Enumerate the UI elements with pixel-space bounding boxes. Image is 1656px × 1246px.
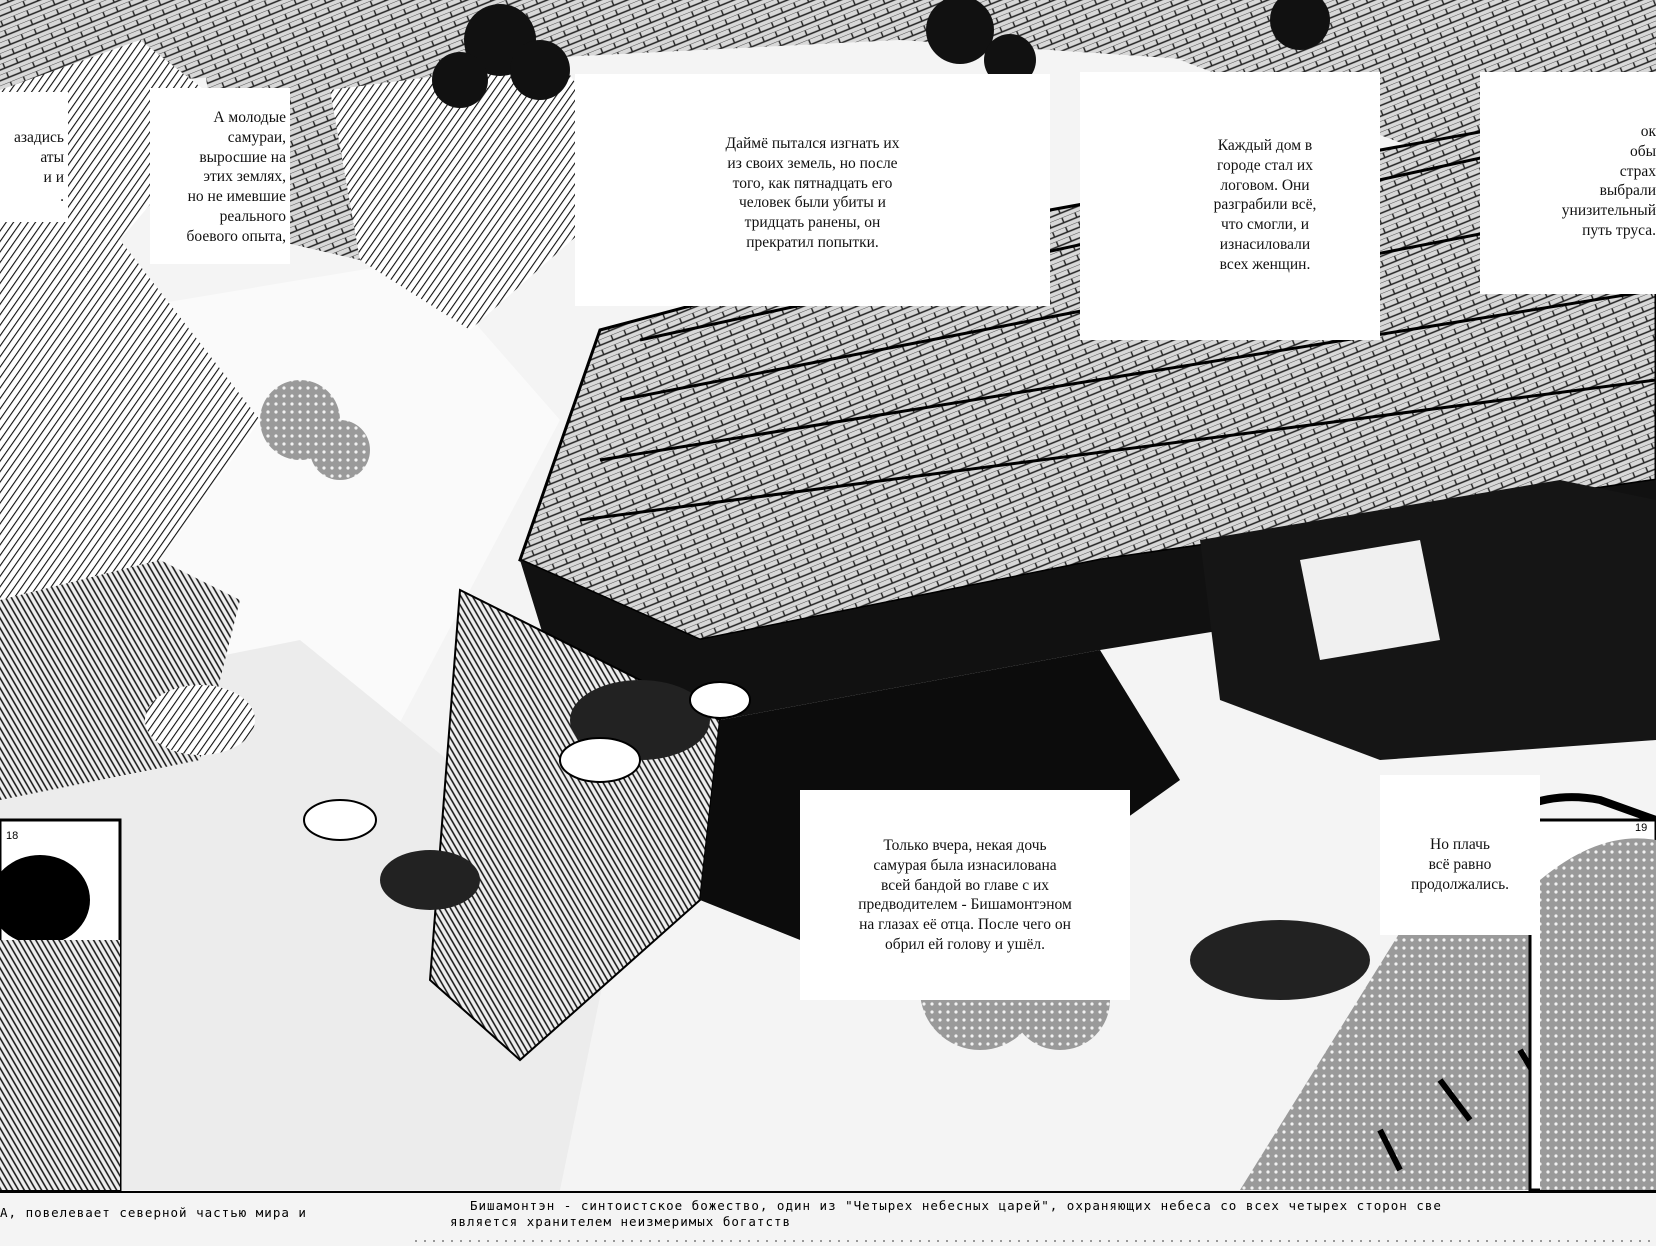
caption-line: разграбили всё, [1213, 196, 1317, 214]
caption-line: выросшие на [199, 148, 286, 166]
caption-line: человек были убиты и [739, 194, 886, 212]
dotted-rule [415, 1240, 1655, 1242]
caption-every-house: Каждый дом в городе стал их логовом. Они… [1080, 72, 1380, 340]
caption-line: Только вчера, некая дочь [883, 837, 1047, 854]
caption-young-samurai: А молодые самураи, выросшие на этих земл… [150, 88, 290, 264]
page-number-right: 19 [1635, 822, 1648, 834]
caption-line: изнасиловали [1219, 236, 1311, 254]
caption-line: Но плачь [1430, 836, 1490, 853]
caption-line: всё равно [1428, 855, 1492, 873]
caption-weeping: Но плачь всё равно продолжались. [1380, 775, 1540, 935]
caption-line: унизительный [1561, 202, 1656, 220]
caption-line: тридцать ранены, он [744, 214, 881, 232]
caption-line: . [60, 188, 64, 206]
caption-line: самураи, [227, 128, 286, 146]
caption-line: но не имевшие [187, 188, 286, 206]
caption-line: прекратил попытки. [746, 234, 879, 252]
caption-line: путь труса. [1582, 222, 1656, 240]
caption-yesterday: Только вчера, некая дочь самурая была из… [800, 790, 1130, 1000]
caption-line: всей бандой во главе с их [880, 876, 1050, 894]
caption-line: обы [1629, 142, 1656, 160]
caption-line: городе стал их [1217, 156, 1313, 174]
caption-line: А молодые [213, 109, 286, 126]
caption-line: Каждый дом в [1217, 137, 1313, 154]
caption-line: обрил ей голову и ушёл. [884, 936, 1046, 954]
caption-line: аты [40, 148, 64, 166]
caption-line: продолжались. [1410, 875, 1510, 893]
page-number-left: 18 [6, 830, 19, 842]
footnote-right-line-1: Бишамонтэн - синтоистское божество, один… [470, 1198, 1442, 1213]
caption-line: азадись [13, 129, 64, 146]
caption-line: всех женщин. [1219, 255, 1311, 273]
caption-line: страх [1619, 162, 1656, 180]
caption-left-edge: азадись аты и и . [0, 92, 68, 222]
caption-line: того, как пятнадцать его [732, 174, 893, 192]
caption-line: Даймё пытался изгнать их [725, 135, 900, 152]
footnote-left: А, повелевает северной частью мира и [0, 1205, 307, 1220]
caption-line: выбрали [1599, 182, 1656, 200]
caption-line: из своих земель, но после [727, 154, 898, 172]
caption-daime: Даймё пытался изгнать их из своих земель… [575, 74, 1050, 306]
caption-line: этих землях, [203, 168, 286, 186]
caption-line: и и [43, 168, 64, 186]
caption-line: логовом. Они [1220, 176, 1310, 194]
footnote-right-line-2: является хранителем неизмеримых богатств [450, 1214, 792, 1229]
caption-line: самурая была изнасилована [873, 856, 1057, 874]
caption-line: на глазах её отца. После чего он [859, 916, 1071, 934]
caption-line: боевого опыта, [186, 227, 286, 245]
caption-line: ок [1640, 123, 1656, 140]
caption-line: реального [219, 208, 286, 226]
caption-right-edge: ок обы страх выбрали унизительный путь т… [1480, 72, 1656, 294]
caption-line: предводителем - Бишамонтэном [858, 896, 1072, 914]
caption-line: что смогли, и [1220, 216, 1310, 234]
